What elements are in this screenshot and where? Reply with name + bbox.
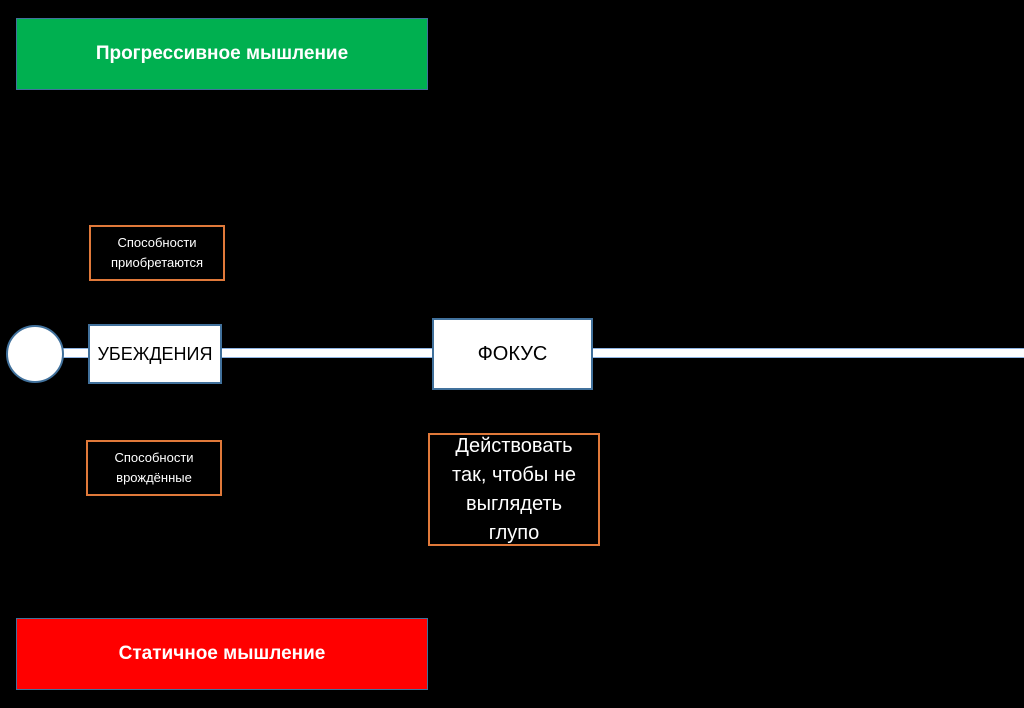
- fixed-mindset-banner: Статичное мышление: [16, 618, 428, 690]
- abilities-innate-note: Способности врождённые: [86, 440, 222, 496]
- abilities-acquired-note: Способности приобретаются: [89, 225, 225, 281]
- act-not-look-stupid-note: Действовать так, чтобы не выглядеть глуп…: [428, 433, 600, 546]
- focus-node: ФОКУС: [432, 318, 593, 390]
- beliefs-node: УБЕЖДЕНИЯ: [88, 324, 222, 384]
- growth-mindset-banner: Прогрессивное мышление: [16, 18, 428, 90]
- start-node-circle: [6, 325, 64, 383]
